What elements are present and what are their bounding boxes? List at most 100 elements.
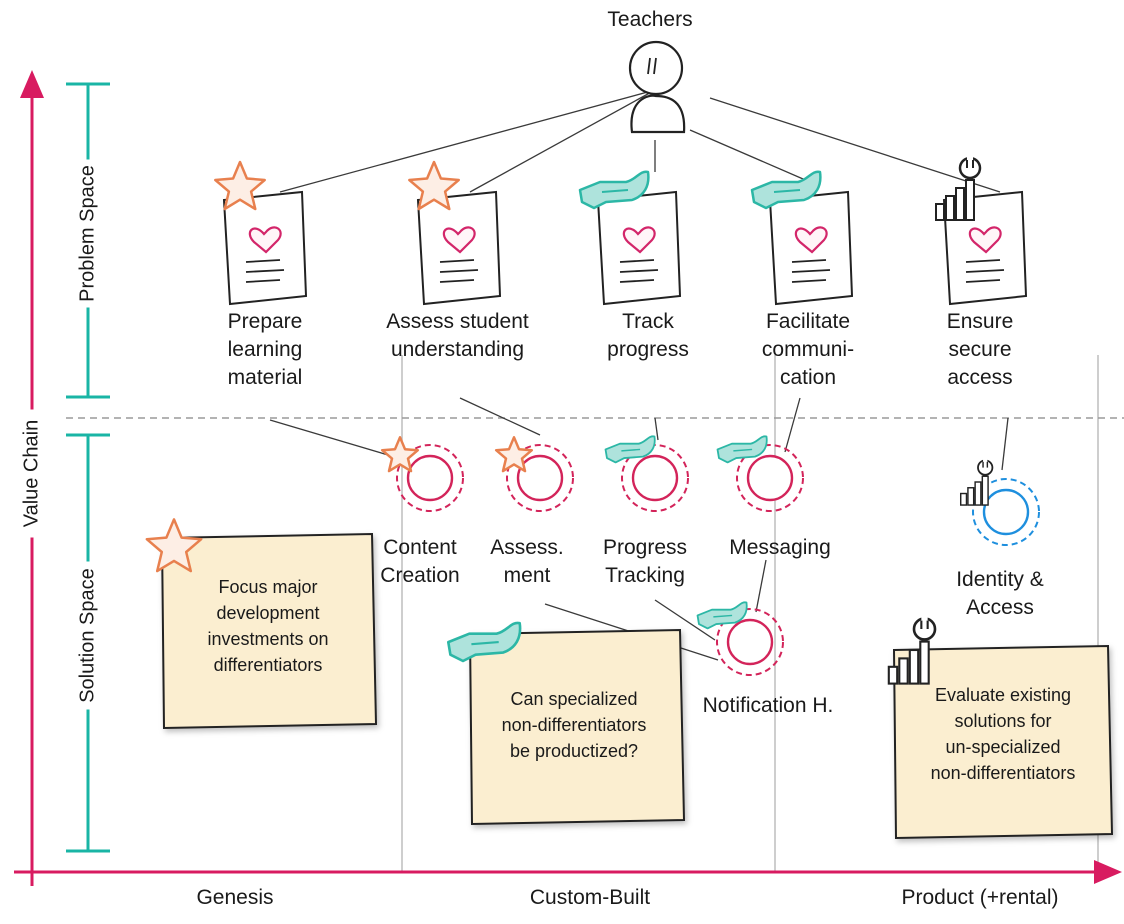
- component-halo: [736, 444, 804, 512]
- bar: [959, 492, 968, 506]
- x-axis-label-product: Product (+rental): [901, 886, 1059, 909]
- y-axis-label: Value Chain: [20, 409, 44, 538]
- note-text-product: Evaluate existing solutions for un-speci…: [930, 685, 1076, 783]
- hand-shape: [578, 170, 650, 210]
- doc-line: [439, 269, 479, 273]
- doc-line: [965, 279, 1001, 283]
- bar: [908, 648, 920, 685]
- person-face: [647, 57, 657, 75]
- doc-line: [619, 259, 655, 263]
- bar: [887, 665, 899, 685]
- component-hand-icon: [604, 435, 656, 464]
- component-0: [396, 444, 464, 512]
- bar: [935, 203, 945, 221]
- need-document-icon: [416, 190, 502, 306]
- doc-line: [791, 279, 827, 283]
- person-body: [630, 94, 686, 134]
- doc-line: [965, 269, 1005, 273]
- teacher-person-icon: [628, 40, 686, 134]
- component-label-progress-tracking: Progress Tracking: [602, 536, 688, 587]
- component-node: [982, 488, 1030, 536]
- note-custom: [468, 628, 686, 826]
- component-wrench-icon: [959, 458, 994, 506]
- heart-icon: [248, 226, 282, 254]
- component-label-content-creation: Content Creation: [380, 536, 460, 587]
- component-node: [726, 618, 774, 666]
- doc-line: [439, 279, 475, 283]
- component-2: [621, 444, 689, 512]
- component-star-icon: [380, 436, 420, 473]
- doc-line: [245, 269, 285, 273]
- bar: [945, 195, 955, 221]
- wrench-jaw: [921, 616, 928, 629]
- component-halo: [716, 608, 784, 676]
- doc-line: [791, 269, 831, 273]
- bar: [981, 475, 989, 506]
- note-star-icon: [145, 518, 203, 573]
- bar: [955, 187, 965, 221]
- component-node: [746, 454, 794, 502]
- hand-finger: [601, 189, 629, 193]
- y-axis-arrow: [20, 70, 44, 98]
- component-identity: [972, 478, 1040, 546]
- note-hand-icon: [446, 621, 522, 663]
- connection-line: [654, 599, 716, 641]
- hand-finger: [773, 189, 801, 193]
- need-hand-icon: [578, 170, 650, 210]
- need-star-icon: [214, 160, 266, 211]
- x-axis-label-custom-built: Custom-Built: [529, 886, 651, 909]
- connection-line: [469, 89, 656, 193]
- need-label-prepare: Prepare learning material: [227, 310, 303, 389]
- solution-space-label: Solution Space: [76, 561, 100, 710]
- x-axis-arrow: [1094, 860, 1122, 884]
- doc-line: [619, 269, 659, 273]
- doc-line: [439, 259, 475, 263]
- need-hand-icon: [750, 170, 822, 210]
- need-document-icon: [768, 190, 854, 306]
- need-label-track: Track progress: [607, 310, 689, 361]
- wrench-jaw: [967, 156, 973, 168]
- connection-line: [689, 129, 811, 183]
- hand-shape: [696, 601, 748, 630]
- hand-shape: [604, 435, 656, 464]
- need-star-icon: [408, 160, 460, 211]
- component-node: [631, 454, 679, 502]
- hand-shape: [716, 435, 768, 464]
- hand-finger: [621, 448, 641, 452]
- component-node: [406, 454, 454, 502]
- hand-shape: [750, 170, 822, 210]
- connection-line: [654, 417, 659, 441]
- doc-line: [965, 259, 1001, 263]
- component-node: [516, 454, 564, 502]
- doc-line: [245, 279, 281, 283]
- doc-line: [245, 259, 281, 263]
- component-hand-icon: [716, 435, 768, 464]
- heart-icon: [794, 226, 828, 254]
- actor-label: Teachers: [607, 8, 693, 31]
- note-product: [892, 644, 1114, 840]
- heart-icon: [968, 226, 1002, 254]
- connection-line: [1001, 417, 1009, 471]
- component-halo: [506, 444, 574, 512]
- need-label-assess: Assess student understanding: [386, 310, 529, 361]
- note-wrench-icon: [887, 616, 937, 685]
- person-head: [628, 40, 684, 96]
- bar: [965, 179, 975, 221]
- component-1: [506, 444, 574, 512]
- hand-finger: [471, 641, 499, 646]
- bar: [974, 481, 982, 506]
- need-wrench-icon: [935, 156, 982, 221]
- need-document-icon: [596, 190, 682, 306]
- hand-shape: [446, 621, 522, 663]
- heart-icon: [622, 226, 656, 254]
- bar: [898, 657, 909, 685]
- bar: [919, 640, 930, 685]
- component-3: [736, 444, 804, 512]
- bar: [967, 487, 975, 506]
- doc-line: [791, 259, 827, 263]
- note-text-genesis: Focus major development investments on d…: [207, 577, 329, 675]
- component-label-assessment: Assess. ment: [490, 536, 564, 587]
- need-label-facilitate: Facilitate communi- cation: [761, 310, 855, 389]
